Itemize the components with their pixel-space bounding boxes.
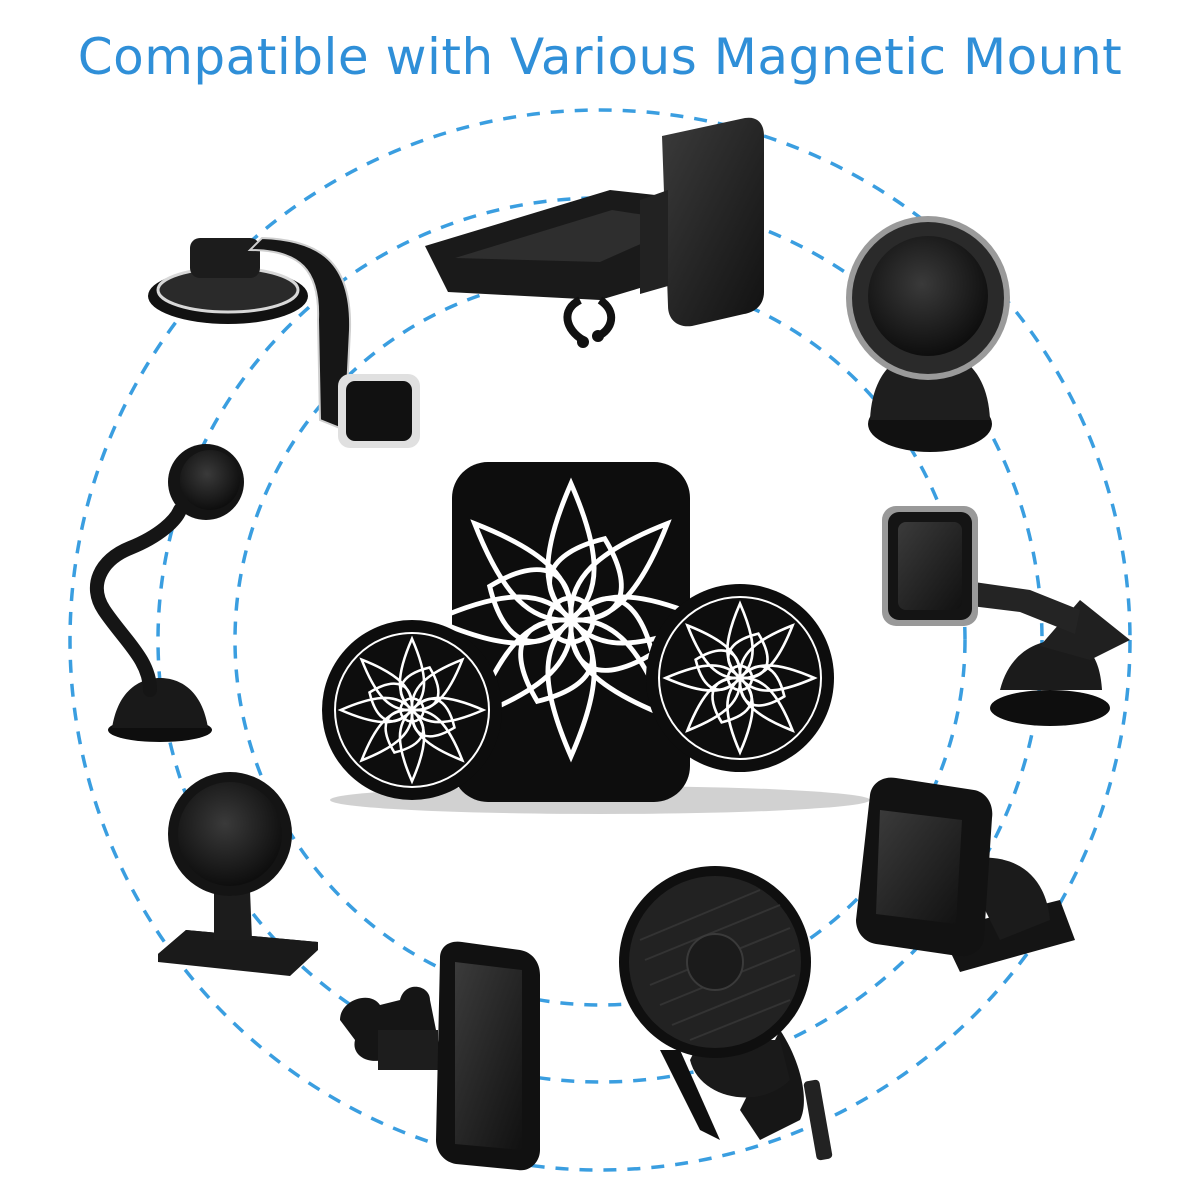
round-vent-mount [619, 866, 833, 1161]
cd-slot-mount [425, 117, 764, 348]
rectangle-vent-mount [340, 941, 540, 1171]
magnetic-cradle-mount [856, 777, 1075, 972]
round-plate-left [322, 620, 502, 800]
page-title: Compatible with Various Magnetic Mount [77, 28, 1123, 86]
metal-plates [322, 462, 870, 814]
dashboard-hook-mount [148, 236, 420, 448]
adhesive-stick-mount [158, 772, 318, 976]
suction-telescopic-mount [882, 506, 1130, 726]
dashed-ring-middle [156, 196, 1044, 1084]
round-plate-right [646, 584, 834, 772]
ball-dash-mount [846, 216, 1010, 452]
gooseneck-suction-mount [89, 444, 244, 742]
dashed-ring-inner [233, 273, 967, 1007]
